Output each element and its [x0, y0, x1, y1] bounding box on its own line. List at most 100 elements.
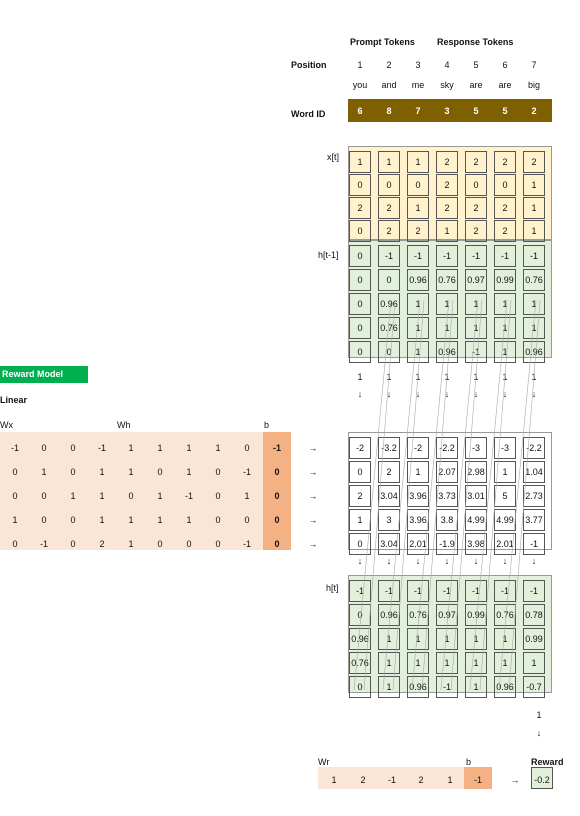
- wr-cell: 1: [447, 775, 453, 785]
- preactivation-cell: 4.99: [494, 509, 516, 531]
- wh-matrix: [117, 432, 263, 550]
- wh-cell: 1: [186, 467, 192, 477]
- htm1-cell: 1: [523, 317, 545, 339]
- htm1-cell: 1: [465, 317, 487, 339]
- wx-cell: 1: [99, 515, 105, 525]
- htm1-cell: 0: [349, 341, 371, 363]
- right-arrow: →: [308, 443, 318, 453]
- wx-label: Wx: [0, 420, 13, 430]
- xt-cell: 1: [407, 197, 429, 219]
- ht-cell: 0: [349, 676, 371, 698]
- ht-cell: 1: [407, 652, 429, 674]
- ht-cell: 1: [436, 652, 458, 674]
- htm1-cell: 0.96: [407, 269, 429, 291]
- wr-cell: 2: [418, 775, 424, 785]
- down-arrow: ↓: [444, 556, 450, 566]
- htm1-cell: 0.99: [494, 269, 516, 291]
- position-cell: 1: [357, 60, 363, 70]
- right-arrow: →: [510, 775, 520, 785]
- reward-box: [531, 767, 553, 789]
- wx-cell: 0: [12, 491, 18, 501]
- preactivation-cell: 4.99: [465, 509, 487, 531]
- htm1-cell: 0.96: [523, 341, 545, 363]
- preactivation-cell: 3.01: [465, 485, 487, 507]
- connector-line: [363, 299, 396, 691]
- xt-cell: 2: [349, 197, 371, 219]
- xt-cell: 1: [523, 197, 545, 219]
- wx-cell: 0: [70, 539, 76, 549]
- connector-line: [469, 299, 508, 691]
- preactivation-cell: 3.96: [407, 485, 429, 507]
- wh-cell: 1: [128, 515, 134, 525]
- xt-cell: 0: [494, 174, 516, 196]
- preactivation-cell: 3.77: [523, 509, 545, 531]
- wx-matrix: [0, 432, 117, 550]
- down-arrow: ↓: [357, 556, 363, 566]
- connector-line: [508, 299, 541, 691]
- word-id-cell: 5: [473, 106, 479, 116]
- ht-cell: -1: [465, 580, 487, 602]
- down-arrow: ↓: [531, 556, 537, 566]
- ht-cell: -1: [407, 580, 429, 602]
- xt-label: x[t]: [327, 152, 340, 162]
- wh-cell: 0: [157, 539, 163, 549]
- preactivation-cell: -3: [465, 437, 487, 459]
- preactivation-cell: -2.2: [523, 437, 545, 459]
- ht-cell: 0.99: [523, 628, 545, 650]
- htm1-cell: 0: [349, 317, 371, 339]
- wh-cell: 0: [244, 443, 250, 453]
- word-cell: me: [411, 80, 425, 90]
- indicator-one: 1: [357, 372, 363, 382]
- prompt-tokens-header: Prompt Tokens: [350, 37, 415, 47]
- ht-label: h[t]: [326, 583, 339, 593]
- preactivation-cell: -3: [494, 437, 516, 459]
- wr-vector: [318, 767, 464, 789]
- word-id-cell: 5: [502, 106, 508, 116]
- htm1-cell: 1: [494, 317, 516, 339]
- preactivation-cell: -1: [523, 533, 545, 555]
- xt-cell: 1: [436, 220, 458, 242]
- wh-cell: -1: [184, 491, 193, 501]
- position-cell: 4: [444, 60, 450, 70]
- htm1-cell: 1: [494, 293, 516, 315]
- down-arrow: ↓: [444, 389, 450, 399]
- bias-cell: 0: [274, 491, 280, 501]
- xt-cell: 2: [494, 151, 516, 173]
- connector-line: [498, 299, 537, 691]
- preactivation-cell: -3.2: [378, 437, 400, 459]
- ht-cell: 1: [378, 652, 400, 674]
- wr-cell: -1: [387, 775, 396, 785]
- preactivation-cell: 1.04: [523, 461, 545, 483]
- xt-cell: 2: [407, 220, 429, 242]
- br-value-box: [464, 767, 492, 789]
- wx-cell: 1: [41, 467, 47, 477]
- preactivation-cell: 2.98: [465, 461, 487, 483]
- preactivation-cell: 0: [349, 461, 371, 483]
- preactivation-cell: 2: [349, 485, 371, 507]
- wh-cell: 1: [244, 491, 250, 501]
- wx-cell: 1: [99, 491, 105, 501]
- wh-cell: 1: [157, 515, 163, 525]
- preactivation-cell: -2: [349, 437, 371, 459]
- wh-cell: 0: [128, 491, 134, 501]
- htm1-cell: 0.76: [378, 317, 400, 339]
- wh-cell: 1: [128, 443, 134, 453]
- xt-cell: 0: [349, 220, 371, 242]
- htm1-cell: 0.76: [523, 269, 545, 291]
- ht-cell: 0.78: [523, 604, 545, 626]
- ht-cell: -1: [349, 580, 371, 602]
- preactivation-cell: 3.98: [465, 533, 487, 555]
- response-tokens-header: Response Tokens: [437, 37, 514, 47]
- wx-cell: 1: [12, 515, 18, 525]
- position-cell: 6: [502, 60, 508, 70]
- wx-cell: -1: [97, 443, 106, 453]
- connector-line: [479, 299, 512, 691]
- xt-cell: 2: [378, 220, 400, 242]
- wh-cell: 0: [157, 467, 163, 477]
- xt-cell: 1: [523, 174, 545, 196]
- connector-line: [382, 299, 421, 691]
- wx-cell: 1: [99, 467, 105, 477]
- bias-cell: 0: [274, 539, 280, 549]
- ht-cell: -1: [523, 580, 545, 602]
- htm1-cell: -1: [436, 245, 458, 267]
